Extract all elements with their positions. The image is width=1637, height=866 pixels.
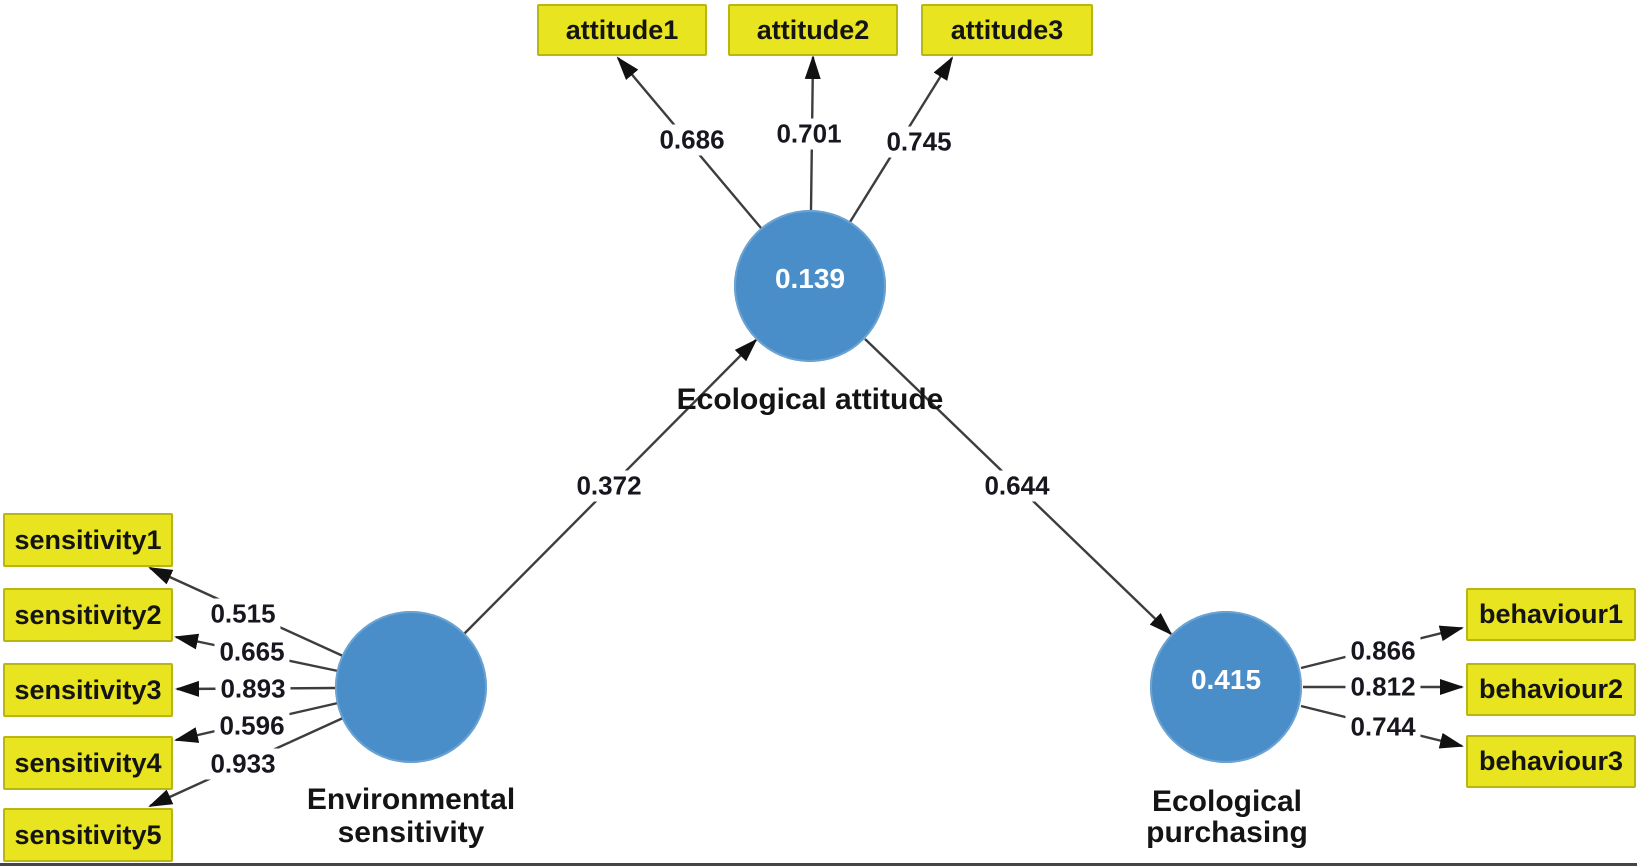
loading-behaviour2: 0.812 — [1345, 671, 1421, 703]
indicator-sensitivity4[interactable]: sensitivity4 — [3, 736, 173, 790]
indicator-label: sensitivity2 — [14, 599, 162, 630]
loading-sensitivity3: 0.893 — [215, 673, 291, 705]
loading-sensitivity4: 0.596 — [214, 710, 290, 742]
indicator-label: behaviour2 — [1478, 674, 1624, 704]
loading-behaviour3: 0.744 — [1345, 711, 1421, 743]
indicator-sensitivity5[interactable]: sensitivity5 — [3, 808, 173, 862]
r-squared-value: 0.139 — [774, 263, 846, 294]
indicator-behaviour2[interactable]: behaviour2 — [1466, 663, 1636, 716]
loading-attitude2: 0.701 — [771, 118, 847, 150]
indicator-behaviour3[interactable]: behaviour3 — [1466, 735, 1636, 788]
loading-sensitivity1: 0.515 — [205, 598, 281, 630]
r-squared-value: 0.415 — [1190, 664, 1262, 695]
figure-bottom-border — [0, 863, 1637, 866]
indicator-label: attitude1 — [565, 14, 679, 45]
indicator-sensitivity3[interactable]: sensitivity3 — [3, 663, 173, 717]
indicator-attitude3[interactable]: attitude3 — [921, 4, 1093, 56]
construct-ecological-purchasing[interactable]: 0.415 — [1150, 611, 1302, 763]
loading-attitude3: 0.745 — [881, 126, 957, 158]
indicator-label: sensitivity5 — [14, 819, 162, 850]
indicator-label: behaviour1 — [1478, 599, 1624, 629]
path-coefficient-sensitivity-to-attitude: 0.372 — [571, 470, 647, 502]
loading-attitude1: 0.686 — [654, 124, 730, 156]
construct-label-environmental-sensitivity: Environmental sensitivity — [306, 783, 516, 849]
indicator-attitude2[interactable]: attitude2 — [728, 4, 898, 56]
indicator-sensitivity2[interactable]: sensitivity2 — [3, 588, 173, 642]
loading-sensitivity5: 0.933 — [205, 748, 281, 780]
indicator-attitude1[interactable]: attitude1 — [537, 4, 707, 56]
indicator-label: sensitivity4 — [14, 747, 162, 778]
indicator-label: attitude2 — [756, 14, 870, 45]
construct-ecological-attitude[interactable]: 0.139 — [734, 210, 886, 362]
indicator-label: sensitivity3 — [14, 674, 162, 705]
construct-label-ecological-purchasing: Ecological purchasing — [1146, 785, 1308, 849]
path-coefficient-attitude-to-purchasing: 0.644 — [979, 470, 1055, 502]
construct-label-ecological-attitude: Ecological attitude — [676, 383, 944, 416]
indicator-behaviour1[interactable]: behaviour1 — [1466, 588, 1636, 641]
loading-behaviour1: 0.866 — [1345, 635, 1421, 667]
indicator-sensitivity1[interactable]: sensitivity1 — [3, 513, 173, 567]
loading-sensitivity2: 0.665 — [214, 636, 290, 668]
indicator-label: behaviour3 — [1478, 746, 1624, 776]
construct-environmental-sensitivity[interactable] — [335, 611, 487, 763]
indicator-label: attitude3 — [950, 14, 1064, 45]
indicator-label: sensitivity1 — [14, 524, 162, 555]
